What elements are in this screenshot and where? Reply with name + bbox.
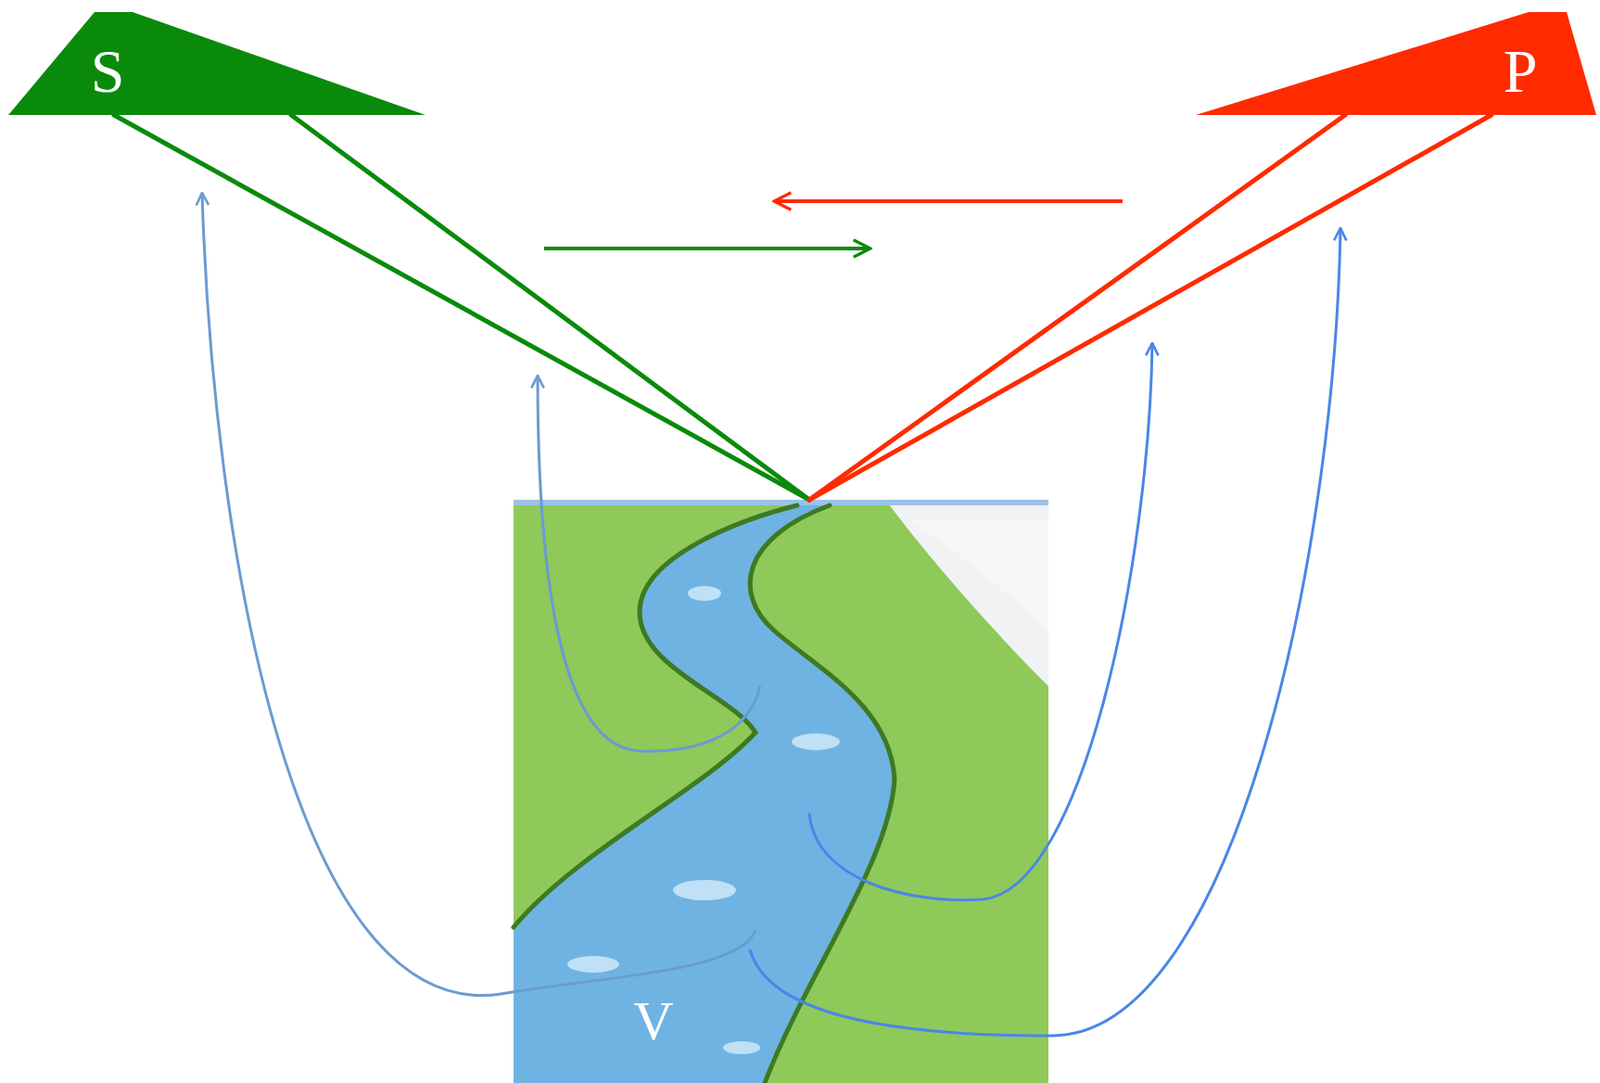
river-area: V — [513, 499, 1049, 1083]
node-label: S — [90, 40, 126, 102]
direction-arrow — [544, 246, 871, 251]
flow-arrow — [537, 375, 761, 751]
cone-line — [291, 114, 810, 500]
flow-arrow — [749, 228, 1341, 1036]
flow-arrow — [809, 342, 1153, 901]
red-trapezoid: P — [1195, 12, 1597, 115]
flow-arrow — [202, 192, 756, 996]
cone-line — [809, 114, 1492, 500]
node-label: V — [633, 992, 674, 1049]
shape-fill — [8, 12, 426, 115]
cone-line — [809, 114, 1346, 500]
direction-arrow — [774, 199, 1123, 204]
shape-outline — [8, 12, 426, 115]
river-picture — [513, 499, 1049, 1083]
shape-fill — [1195, 12, 1597, 115]
green-trapezoid: S — [8, 12, 426, 115]
node-label: P — [1503, 40, 1538, 102]
cone-line — [114, 114, 810, 500]
